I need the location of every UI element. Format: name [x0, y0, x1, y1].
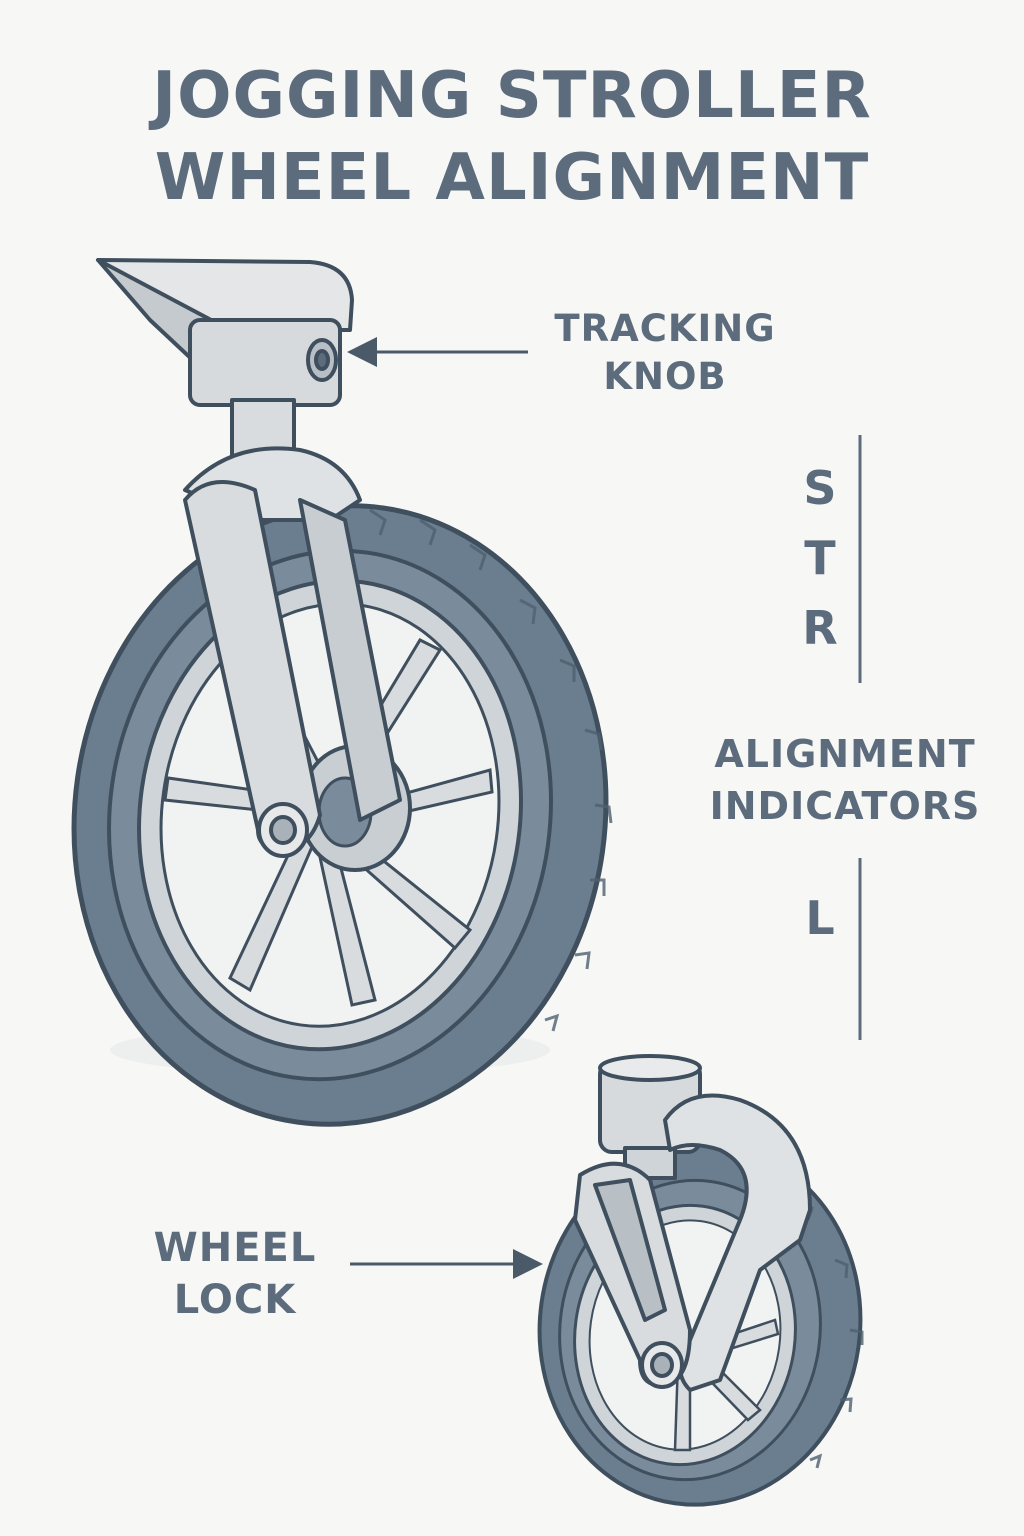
- front-wheel: [71, 503, 613, 1127]
- title-line-2: WHEEL ALIGNMENT: [154, 141, 870, 215]
- wheel-lock-label: WHEEL LOCK: [130, 1222, 340, 1326]
- wheel-lock-label-line-2: LOCK: [173, 1277, 297, 1323]
- tracking-knob-label-line-2: KNOB: [603, 355, 727, 398]
- tracking-knob-label: TRACKING KNOB: [530, 305, 800, 401]
- small-fork: [573, 1054, 812, 1392]
- alignment-indicators-label: ALIGNMENT INDICATORS: [690, 728, 1000, 832]
- alignment-indicators-label-line-1: ALIGNMENT: [714, 732, 976, 776]
- indicator-r: R: [802, 601, 838, 655]
- indicator-l: L: [805, 891, 835, 945]
- indicator-s: S: [803, 461, 837, 515]
- indicator-t: T: [804, 531, 836, 585]
- wheel-lock-label-line-1: WHEEL: [153, 1225, 317, 1271]
- tracking-knob-label-line-1: TRACKING: [554, 307, 776, 350]
- front-fork: [96, 258, 402, 858]
- front-tire-tread: [369, 508, 613, 1032]
- alignment-indicators-label-line-2: INDICATORS: [709, 784, 981, 828]
- title-line-1: JOGGING STROLLER: [152, 59, 872, 133]
- diagram-title: JOGGING STROLLER WHEEL ALIGNMENT: [0, 55, 1024, 219]
